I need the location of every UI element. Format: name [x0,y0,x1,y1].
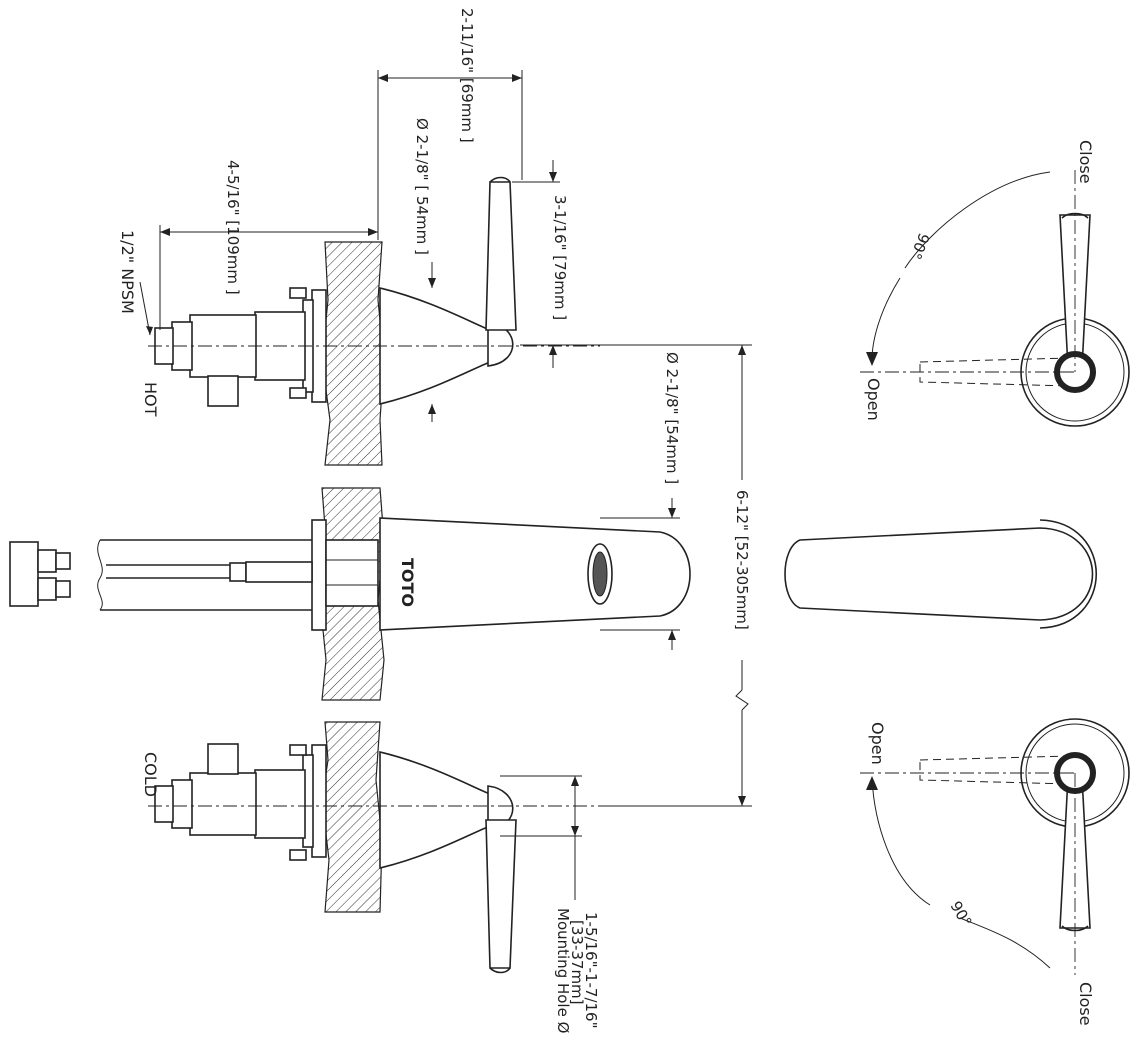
handle-rotation-view-bottom [860,718,1130,975]
dim-valve-depth: 4-5/16" [109mm ] [224,160,242,295]
countertop-section-top [321,241,385,466]
spout-top-view [784,519,1098,629]
label-hot: HOT [141,382,160,417]
dimension-labels: 2-11/16" [69mm ] Ø 2-1/8" [ 54mm ] 3-1/1… [118,8,751,1034]
hot-valve-assembly [148,176,600,407]
label-angle-bottom: 90° [947,898,976,930]
label-npsm: 1/2" NPSM [118,230,137,314]
label-open-bottom: Open [868,722,887,765]
label-angle-top: 90° [906,231,933,262]
label-open-top: Open [864,378,883,421]
countertop-section-bottom [321,721,383,913]
dim-handle-reach: 2-11/16" [69mm ] [458,8,476,143]
brand-text: TOTO [398,558,417,607]
dim-handle-height: 3-1/16" [79mm ] [551,195,569,320]
dimension-lines [139,70,752,900]
label-cold: COLD [141,752,160,797]
dim-spread: 6-12" [52-305mm] [733,490,751,630]
cold-valve-assembly [148,743,600,974]
dim-mounting-hole-label: Mounting Hole Ø [554,908,572,1034]
label-close-top: Close [1076,140,1095,184]
dim-escutcheon-spout: Ø 2-1/8" [54mm ] [663,352,681,484]
spout-assembly: TOTO [9,517,691,631]
label-close-bottom: Close [1076,982,1095,1026]
dim-escutcheon-top: Ø 2-1/8" [ 54mm ] [413,118,431,255]
handle-rotation-view-top [860,170,1130,427]
dim-mounting-hole-mm: [33-37mm] [568,920,586,1005]
dim-mounting-hole: 1-5/16"-1-7/16" [582,912,600,1029]
